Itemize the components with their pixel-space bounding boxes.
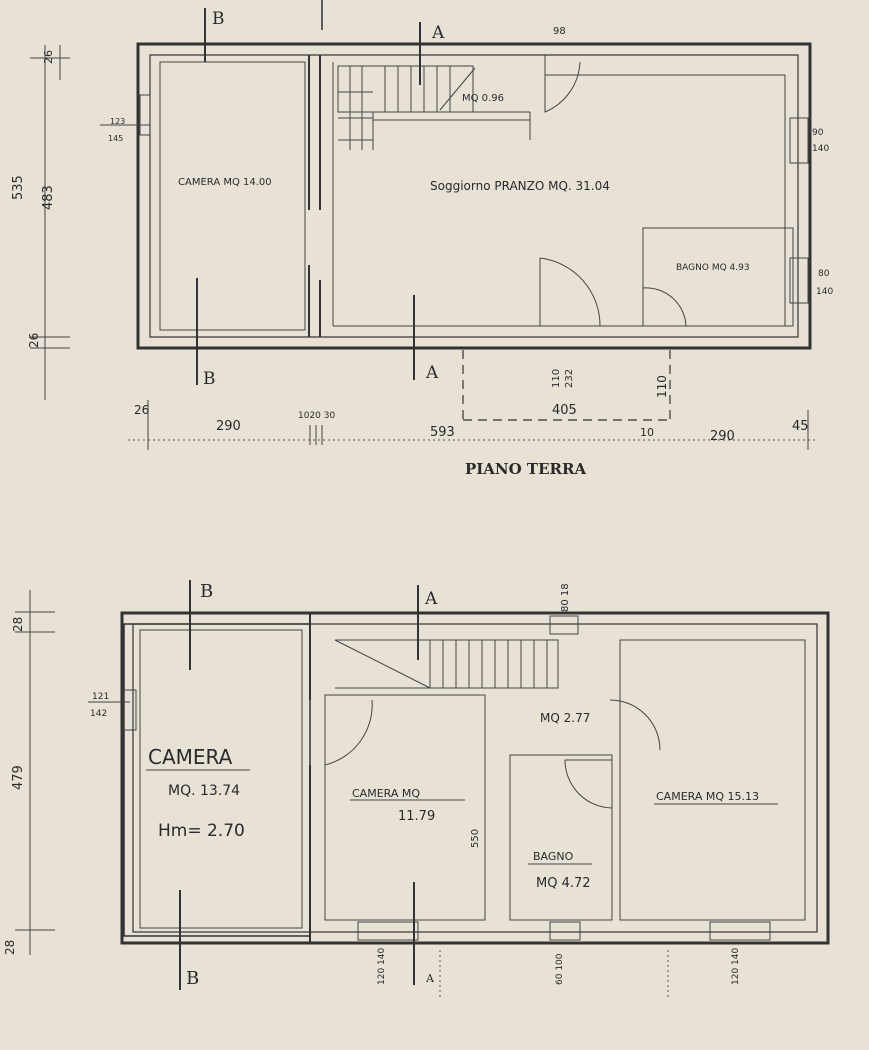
gf-dim-vert-110: 110 [655, 375, 669, 398]
ff-dim-win-left-top: 121 [92, 692, 109, 702]
gf-dim-win-left-bottom: 145 [108, 134, 123, 143]
gf-room-stair: MQ 0.96 [462, 93, 504, 104]
ff-dim-left-top: 28 [11, 617, 25, 632]
gf-room-camera: CAMERA MQ 14.00 [178, 177, 272, 188]
gf-dim-door-bottom: 232 [564, 369, 575, 388]
gf-dim-win-left-top: 123 [110, 117, 125, 126]
ff-room-camera-big-height: Hm= 2.70 [158, 821, 245, 841]
gf-dim-win-right2-bottom: 140 [816, 287, 833, 297]
ff-room-camera-mid-title: CAMERA MQ [352, 787, 420, 800]
gf-dim-door-top: 110 [551, 369, 562, 388]
gf-dim-left-inner: 483 [41, 185, 56, 210]
ff-dimensions: 479 28 28 121 142 550 80 18 120 140 60 1… [3, 583, 741, 985]
gf-section-a-bottom: A [425, 363, 439, 383]
ff-room-bagno-title: BAGNO [533, 850, 574, 863]
ff-room-camera-big-area: MQ. 13.74 [168, 783, 240, 799]
gf-section-b-bottom: B [203, 369, 216, 389]
ff-room-camera-mid-area: 11.79 [398, 809, 435, 824]
gf-dim-left-total: 535 [11, 175, 26, 200]
ff-dim-win-left-bottom: 142 [90, 709, 107, 719]
gf-dim-win-right1-top: 90 [812, 128, 824, 138]
gf-dim-bottom-small: 1020 30 [298, 411, 335, 421]
gf-dim-bottom-10: 10 [640, 426, 654, 439]
gf-dim-win-right1-bottom: 140 [812, 144, 829, 154]
ff-section-a-bottom: A [425, 972, 435, 985]
ff-dim-left-total: 479 [11, 765, 26, 790]
first-floor-plan [15, 580, 830, 1000]
ground-floor-plan [30, 0, 815, 450]
gf-dim-win-right2-top: 80 [818, 269, 830, 279]
gf-dim-bottom-593: 593 [430, 425, 455, 440]
ff-room-bagno-area: MQ 4.72 [536, 876, 591, 891]
gf-room-bagno: BAGNO MQ 4.93 [676, 263, 750, 273]
gf-dim-bottom-290a: 290 [216, 419, 241, 434]
ff-dim-bottom-w3: 120 140 [731, 948, 741, 985]
ff-dim-top-small: 80 18 [560, 583, 571, 612]
ground-stair [337, 65, 531, 150]
gf-section-a-top: A [431, 23, 445, 43]
ground-floor-title: PIANO TERRA [465, 460, 586, 478]
gf-dim-left-top: 26 [42, 50, 55, 64]
ff-stair [334, 639, 559, 689]
ff-room-disimpegno: MQ 2.77 [540, 711, 590, 725]
gf-dim-bottom-290b: 290 [710, 429, 735, 444]
ff-dim-left-bottom: 28 [3, 940, 17, 955]
gf-dim-top-small: 98 [553, 26, 566, 37]
gf-dimensions: 535 483 26 26 123 145 90 140 80 140 98 2… [11, 26, 833, 444]
gf-dim-bottom-26: 26 [134, 403, 149, 417]
gf-dim-bottom-405: 405 [552, 403, 577, 418]
gf-dim-bottom-45: 45 [792, 419, 809, 434]
gf-room-soggiorno: Soggiorno PRANZO MQ. 31.04 [430, 179, 610, 193]
ff-section-b-top: B [200, 581, 213, 602]
ff-room-camera-right: CAMERA MQ 15.13 [656, 790, 759, 803]
gf-dim-left-bottom: 26 [27, 333, 41, 348]
ff-dim-bottom-w2: 60 100 [555, 953, 565, 985]
ff-dim-bottom-w1: 120 140 [377, 948, 387, 985]
ff-dim-inner-550: 550 [470, 829, 481, 848]
gf-section-b-top: B [212, 9, 225, 29]
ff-section-b-bottom: B [186, 968, 199, 989]
ff-section-a-top: A [424, 589, 438, 609]
ff-room-camera-big-title: CAMERA [148, 745, 233, 769]
